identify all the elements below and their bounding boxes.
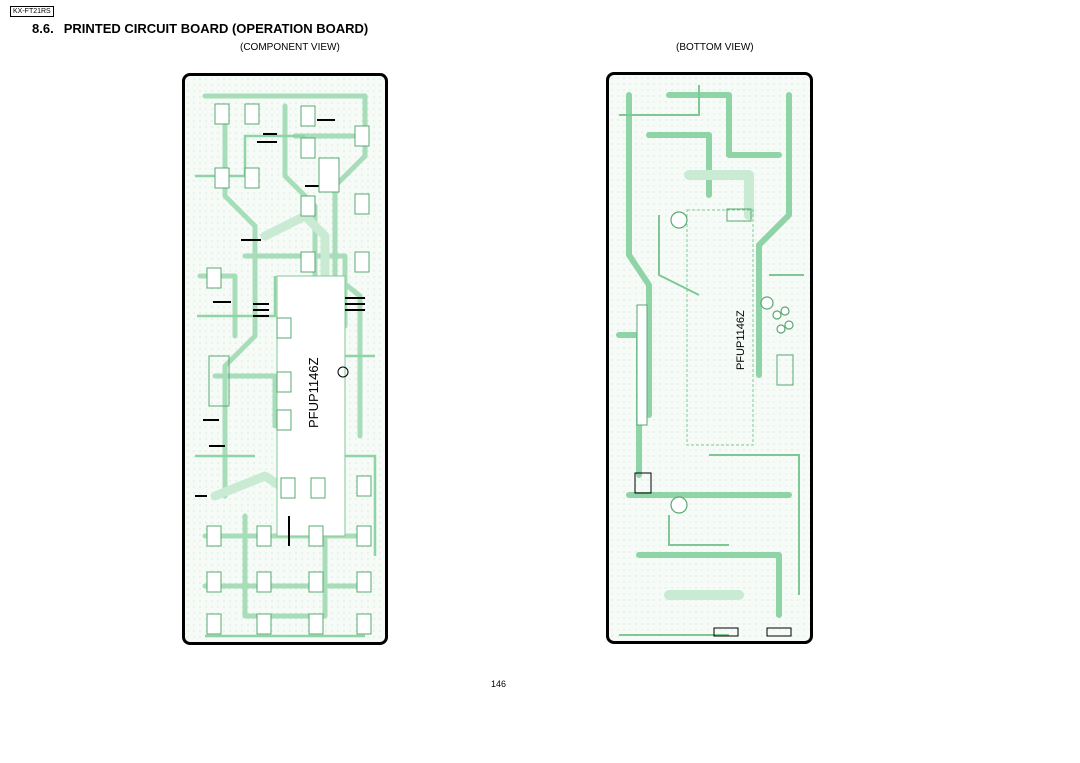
section-number: 8.6. xyxy=(32,21,54,36)
section-title-text: PRINTED CIRCUIT BOARD (OPERATION BOARD) xyxy=(63,21,369,36)
page-number: 146 xyxy=(491,679,507,689)
bottom-view-label: (BOTTOM VIEW) xyxy=(676,42,754,53)
bottom-board-artwork: PFUP1146Z xyxy=(609,75,810,641)
component-board-artwork: PFUP1146Z xyxy=(185,76,385,642)
model-tag: KX-FT21RS xyxy=(10,6,54,17)
bottom-view-board: PFUP1146Z xyxy=(606,72,813,644)
component-view-board: PFUP1146Z xyxy=(182,73,388,645)
bottom-part-number: PFUP1146Z xyxy=(735,310,747,370)
component-view-label: (COMPONENT VIEW) xyxy=(240,42,340,53)
component-part-number: PFUP1146Z xyxy=(306,357,321,428)
section-title: 8.6. PRINTED CIRCUIT BOARD (OPERATION BOA… xyxy=(32,21,368,36)
